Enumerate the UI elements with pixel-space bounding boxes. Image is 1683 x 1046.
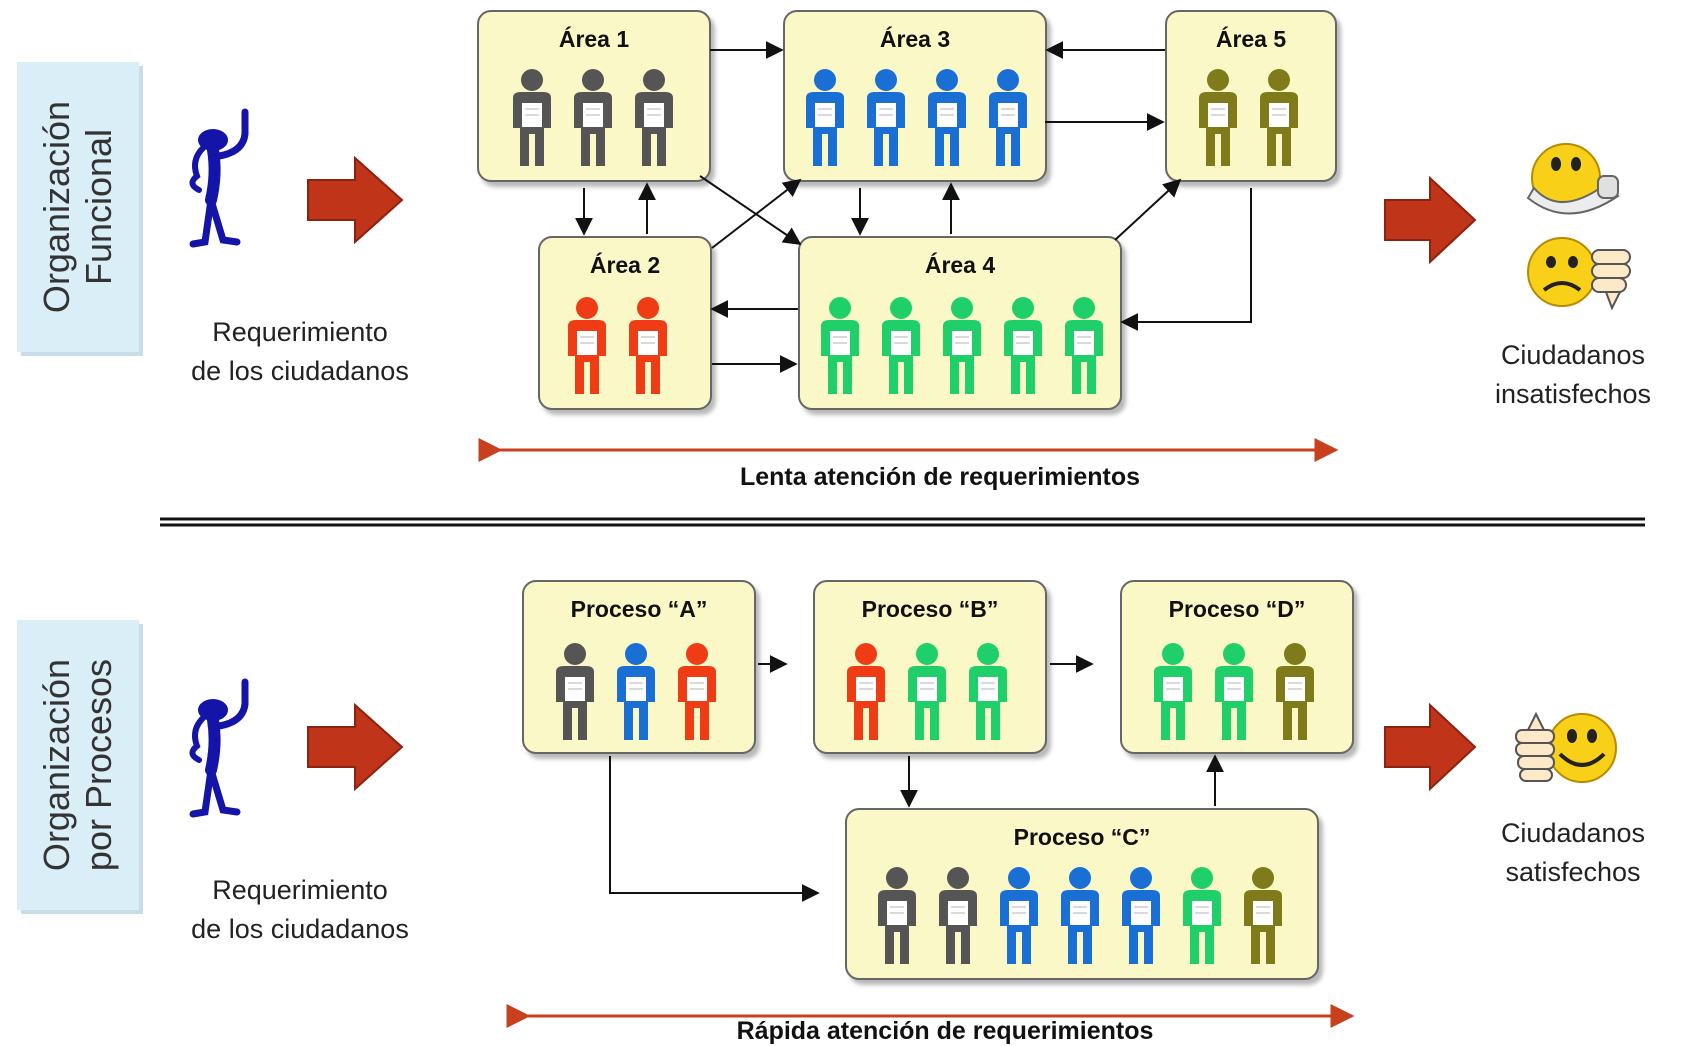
bottom-flow-arrows: [609, 655, 1224, 902]
person-red-icon: [625, 296, 671, 396]
person-blue-icon: [996, 866, 1042, 966]
person-gray-icon: [570, 68, 616, 168]
requirement-line1: Requerimiento: [212, 875, 388, 905]
result-caption: Ciudadanos insatisfechos: [1468, 336, 1678, 414]
person-blue-icon: [985, 68, 1031, 168]
person-gray-icon: [874, 866, 920, 966]
result-line1: Ciudadanos: [1500, 340, 1646, 370]
phone-smiley-icon: [1520, 140, 1630, 218]
process-b-box: Proceso “B”: [813, 580, 1047, 754]
result-line2: insatisfechos: [1494, 379, 1652, 409]
box-title: Proceso “C”: [1013, 824, 1151, 850]
box-title: Área 1: [558, 26, 630, 52]
sad-thumbs-down-smiley-icon: [1520, 232, 1638, 311]
side-label-functional: Organización Funcional: [17, 62, 139, 352]
person-blue-icon: [924, 68, 970, 168]
person-green-icon: [1000, 296, 1046, 396]
box-title: Proceso “D”: [1168, 596, 1306, 622]
person-olive-icon: [1240, 866, 1286, 966]
requirement-line2: de los ciudadanos: [191, 914, 409, 944]
person-green-icon: [1061, 296, 1107, 396]
box-title: Área 3: [879, 26, 951, 52]
person-red-icon: [674, 642, 720, 742]
area-1-box: Área 1: [477, 10, 711, 182]
person-green-icon: [965, 642, 1011, 742]
thumbs-up-smiley-icon: [1510, 710, 1625, 790]
person-green-icon: [1211, 642, 1257, 742]
person-blue-icon: [613, 642, 659, 742]
area-4-box: Área 4: [798, 236, 1122, 410]
result-line1: Ciudadanos: [1500, 818, 1646, 848]
requirement-caption: Requerimiento de los ciudadanos: [160, 871, 440, 949]
citizen-figure-icon: [183, 674, 273, 829]
person-olive-icon: [1272, 642, 1318, 742]
person-green-icon: [1179, 866, 1225, 966]
person-gray-icon: [509, 68, 555, 168]
timeline-label: Lenta atención de requerimientos: [739, 463, 1141, 491]
person-green-icon: [904, 642, 950, 742]
person-green-icon: [939, 296, 985, 396]
person-gray-icon: [935, 866, 981, 966]
person-gray-icon: [552, 642, 598, 742]
person-blue-icon: [802, 68, 848, 168]
person-green-icon: [878, 296, 924, 396]
person-gray-icon: [631, 68, 677, 168]
person-green-icon: [817, 296, 863, 396]
person-blue-icon: [1057, 866, 1103, 966]
big-arrow-icon: [307, 702, 404, 792]
process-d-box: Proceso “D”: [1120, 580, 1354, 754]
area-5-box: Área 5: [1165, 10, 1337, 182]
box-title: Área 2: [589, 252, 661, 278]
area-3-box: Área 3: [783, 10, 1047, 182]
person-olive-icon: [1256, 68, 1302, 168]
box-title: Proceso “B”: [861, 596, 999, 622]
big-arrow-icon: [307, 155, 404, 245]
result-caption: Ciudadanos satisfechos: [1468, 814, 1678, 892]
result-line2: satisfechos: [1505, 857, 1641, 887]
big-arrow-icon: [1384, 175, 1477, 265]
person-red-icon: [564, 296, 610, 396]
person-blue-icon: [1118, 866, 1164, 966]
process-c-box: Proceso “C”: [845, 808, 1319, 980]
person-blue-icon: [863, 68, 909, 168]
citizen-figure-icon: [183, 104, 273, 259]
big-arrow-icon: [1384, 702, 1477, 792]
requirement-line2: de los ciudadanos: [191, 356, 409, 386]
process-a-box: Proceso “A”: [522, 580, 756, 754]
area-2-box: Área 2: [538, 236, 712, 410]
requirement-line1: Requerimiento: [212, 317, 388, 347]
person-green-icon: [1150, 642, 1196, 742]
box-title: Área 5: [1215, 26, 1287, 52]
top-flow-arrows: [575, 41, 1252, 373]
box-title: Proceso “A”: [570, 596, 708, 622]
box-title: Área 4: [924, 252, 996, 278]
requirement-caption: Requerimiento de los ciudadanos: [160, 313, 440, 391]
person-olive-icon: [1195, 68, 1241, 168]
person-red-icon: [843, 642, 889, 742]
side-label-processes: Organización por Procesos: [17, 620, 139, 910]
